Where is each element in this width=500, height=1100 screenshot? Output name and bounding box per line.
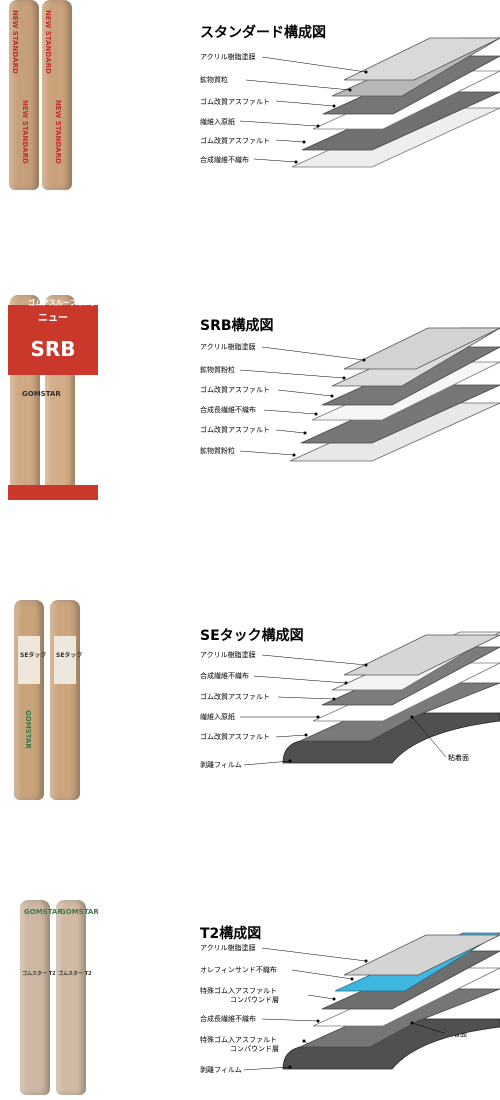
roll-left	[14, 600, 44, 800]
layer-label: アクリル樹脂塗膜	[200, 343, 256, 351]
layer-label: ゴム改質アスファルト	[200, 426, 270, 434]
layer-label: 鉱物質粒	[200, 76, 228, 84]
layer-stack	[289, 327, 500, 462]
layer-coating	[343, 37, 500, 81]
roll-band-red	[8, 305, 98, 375]
layer-label: アクリル樹脂塗膜	[200, 53, 256, 61]
layer-label: 合成繊維不織布	[200, 156, 249, 164]
layer-label: 剥離フィルム	[200, 761, 242, 769]
roll-label-panel-left	[18, 636, 40, 684]
layer-label: 合成長繊維不織布	[200, 1015, 256, 1023]
layer-label: 繊維入原紙	[200, 118, 235, 126]
layer-diagram	[240, 631, 500, 766]
layer-label: アクリル樹脂塗膜	[200, 651, 256, 659]
roll-label-right: SEタック	[56, 652, 83, 659]
roll-label-left: ゴムスター T2	[22, 971, 56, 977]
layer-label: オレフィンサンド不織布	[200, 966, 277, 974]
layer-label: 剥離フィルム	[200, 1066, 242, 1074]
layer-label: ゴム改質アスファルト	[200, 98, 270, 106]
roll-right	[42, 0, 72, 190]
roll-right	[50, 600, 80, 800]
roll-band-mid: SRB	[30, 337, 76, 361]
diagram-title: SEタック構成図	[200, 628, 304, 644]
roll-brand: ゴムアスルーフィング	[28, 299, 98, 307]
layer-label: アクリル樹脂塗膜	[200, 944, 256, 952]
product-srb: ニュー SRB ゴムアスルーフィング GOMSTAR SRB構成図 アクリル樹脂…	[0, 290, 500, 500]
srb-roll-photo: ニュー SRB ゴムアスルーフィング GOMSTAR	[8, 295, 98, 500]
product-t2: GOMSTAR GOMSTAR ゴムスター T2 ゴムスター T2 T2構成図 …	[0, 895, 500, 1100]
leader-lines	[239, 346, 366, 457]
leader-lines	[243, 947, 445, 1071]
layer-diagram	[243, 932, 500, 1071]
layer-label: ゴム改質アスファルト	[200, 693, 270, 701]
roll-label-left: SEタック	[20, 652, 47, 659]
leader-lines	[240, 654, 447, 766]
layer-coating	[343, 327, 500, 370]
layer-stack	[282, 932, 500, 1070]
diagram-title: T2構成図	[200, 926, 262, 942]
layer-label: ゴム改質アスファルト	[200, 137, 270, 145]
roll-maker-right: GOMSTAR	[60, 908, 99, 916]
layer-stack	[282, 631, 500, 764]
layer-label: 繊維入原紙	[200, 713, 235, 721]
product-standard: NEW STANDARD NEW STANDARD NEW STANDARD N…	[0, 0, 500, 200]
roll-label-right: ゴムスター T2	[58, 971, 92, 977]
layer-label: 鉱物質粉粒	[200, 366, 235, 374]
t2-roll-photo: GOMSTAR GOMSTAR ゴムスター T2 ゴムスター T2	[18, 900, 108, 1095]
roll-band-top: ニュー	[38, 313, 68, 324]
layer-label: 特殊ゴム入アスファルト	[200, 1036, 277, 1044]
layer-coating	[343, 934, 500, 976]
layer-label: コンパウンド層	[230, 1045, 279, 1053]
roll-right	[56, 900, 86, 1095]
layer-diagram	[239, 327, 500, 462]
diagram-title: SRB構成図	[200, 318, 274, 334]
roll-band-bottom	[8, 485, 98, 500]
se-roll-photo: SEタック SEタック GOMSTAR	[12, 600, 102, 800]
layer-stack	[291, 37, 500, 168]
roll-left	[20, 900, 50, 1095]
roll-left	[9, 0, 39, 190]
standard-roll-photo: NEW STANDARD NEW STANDARD NEW STANDARD N…	[5, 0, 95, 190]
roll-maker: GOMSTAR	[22, 390, 61, 398]
product-se-tack: SEタック SEタック GOMSTAR SEタック構成図 アクリル樹脂塗膜 合成…	[0, 595, 500, 805]
roll-maker-left: GOMSTAR	[24, 908, 63, 916]
roll-label-panel-right	[54, 636, 76, 684]
layer-label: 合成繊維不織布	[200, 672, 249, 680]
adhesive-label: 粘着面	[448, 754, 469, 762]
layer-label: コンパウンド層	[230, 996, 279, 1004]
leader-lines	[239, 56, 368, 164]
layer-label: ゴム改質アスファルト	[200, 386, 270, 394]
diagram-title: スタンダード構成図	[200, 25, 326, 41]
layer-label: 特殊ゴム入アスファルト	[200, 987, 277, 995]
layer-diagram	[239, 37, 500, 168]
layer-label: 鉱物質粉粒	[200, 447, 235, 455]
layer-label: 合成長繊維不織布	[200, 406, 256, 414]
layer-coating	[343, 634, 500, 676]
layer-label: ゴム改質アスファルト	[200, 733, 270, 741]
